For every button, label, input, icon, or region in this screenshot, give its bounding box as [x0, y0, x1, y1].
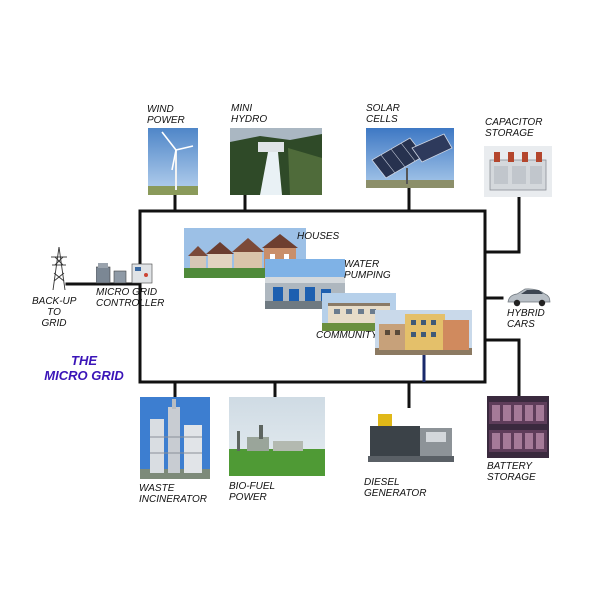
biofuel-power-label: BIO-FUEL POWER [229, 481, 276, 503]
battery-storage-label: BATTERY STORAGE [487, 461, 536, 483]
water-pumping-label: WATER PUMPING [344, 259, 391, 281]
diesel-generator-label: DIESEL GENERATOR [364, 477, 427, 499]
backup-grid-label: BACK-UP TO GRID [32, 296, 77, 329]
hybrid-car-photo [505, 286, 552, 308]
capacitor-bank-photo [484, 146, 552, 197]
waterfall-dam-photo [230, 128, 322, 195]
community-label: COMMUNITY [316, 330, 378, 341]
wind-turbine-photo [148, 128, 198, 195]
apartment-block-photo [375, 310, 472, 355]
diesel-generator-photo [364, 408, 458, 470]
grid-controller-equipment-icon [96, 261, 154, 285]
micro-grid-title: THE MICRO GRID [44, 353, 124, 383]
solar-panel-array-photo [366, 128, 454, 188]
micro-grid-controller-label: MICRO GRID CONTROLLER [96, 287, 165, 309]
wind-power-label: WIND POWER [147, 104, 185, 126]
incinerator-plant-photo [140, 397, 210, 479]
hybrid-cars-label: HYBRID CARS [507, 308, 545, 330]
mini-hydro-label: MINI HYDRO [231, 103, 268, 125]
waste-incinerator-label: WASTE INCINERATOR [139, 483, 207, 505]
capacitor-storage-label: CAPACITOR STORAGE [485, 117, 543, 139]
solar-cells-label: SOLAR CELLS [366, 103, 400, 125]
transmission-tower-icon [51, 247, 67, 290]
biofuel-plant-photo [229, 397, 325, 476]
battery-rack-photo [487, 396, 549, 458]
houses-label: HOUSES [297, 231, 340, 242]
